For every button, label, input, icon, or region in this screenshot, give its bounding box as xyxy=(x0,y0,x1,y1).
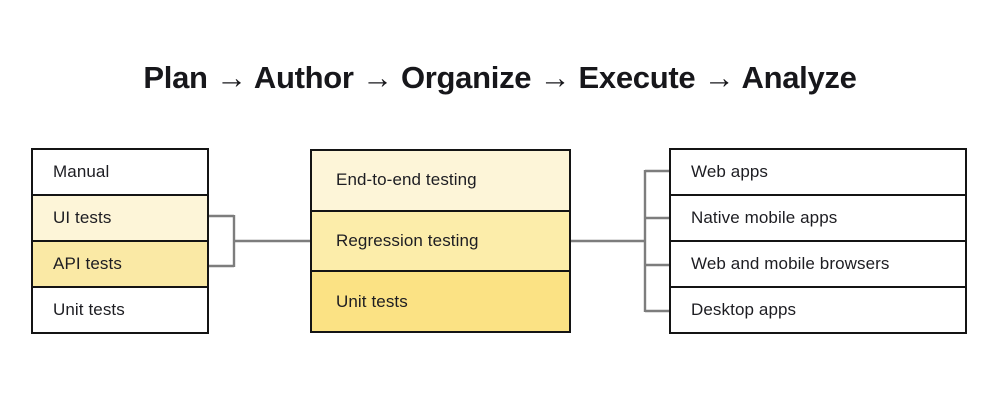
row-unit-tests-mid-label: Unit tests xyxy=(336,291,408,311)
row-web-apps-label: Web apps xyxy=(691,162,769,181)
row-web-and-mobile-browsers: Web and mobile browsers xyxy=(671,240,965,286)
row-manual: Manual xyxy=(33,150,207,194)
row-regression-testing-label: Regression testing xyxy=(336,231,479,250)
row-manual-label: Manual xyxy=(53,162,110,181)
row-native-mobile-apps-label: Native mobile apps xyxy=(691,208,838,227)
row-ui-tests: UI tests xyxy=(33,194,207,240)
row-unit-tests: Unit tests xyxy=(33,286,207,332)
row-api-tests-label: API tests xyxy=(53,254,122,273)
row-desktop-apps-label: Desktop apps xyxy=(691,300,797,319)
row-desktop-apps: Desktop apps xyxy=(671,286,965,332)
row-web-apps: Web apps xyxy=(671,150,965,194)
row-ui-tests-label: UI tests xyxy=(53,208,112,227)
platforms-box: Web apps Native mobile apps Web and mobi… xyxy=(669,148,967,334)
row-unit-tests-mid: Unit tests xyxy=(312,270,569,332)
row-unit-tests-label: Unit tests xyxy=(53,300,125,319)
row-end-to-end-testing-label: End-to-end testing xyxy=(336,170,477,190)
test-types-box: Manual UI tests API tests Unit tests xyxy=(31,148,209,334)
row-web-and-mobile-browsers-label: Web and mobile browsers xyxy=(691,254,890,273)
row-end-to-end-testing: End-to-end testing xyxy=(312,151,569,210)
testing-levels-box: End-to-end testing Regression testing Un… xyxy=(310,149,571,333)
workflow-title: Plan → Author → Organize → Execute → Ana… xyxy=(143,60,857,95)
row-api-tests: API tests xyxy=(33,240,207,286)
row-regression-testing: Regression testing xyxy=(312,209,569,271)
row-native-mobile-apps: Native mobile apps xyxy=(671,194,965,240)
